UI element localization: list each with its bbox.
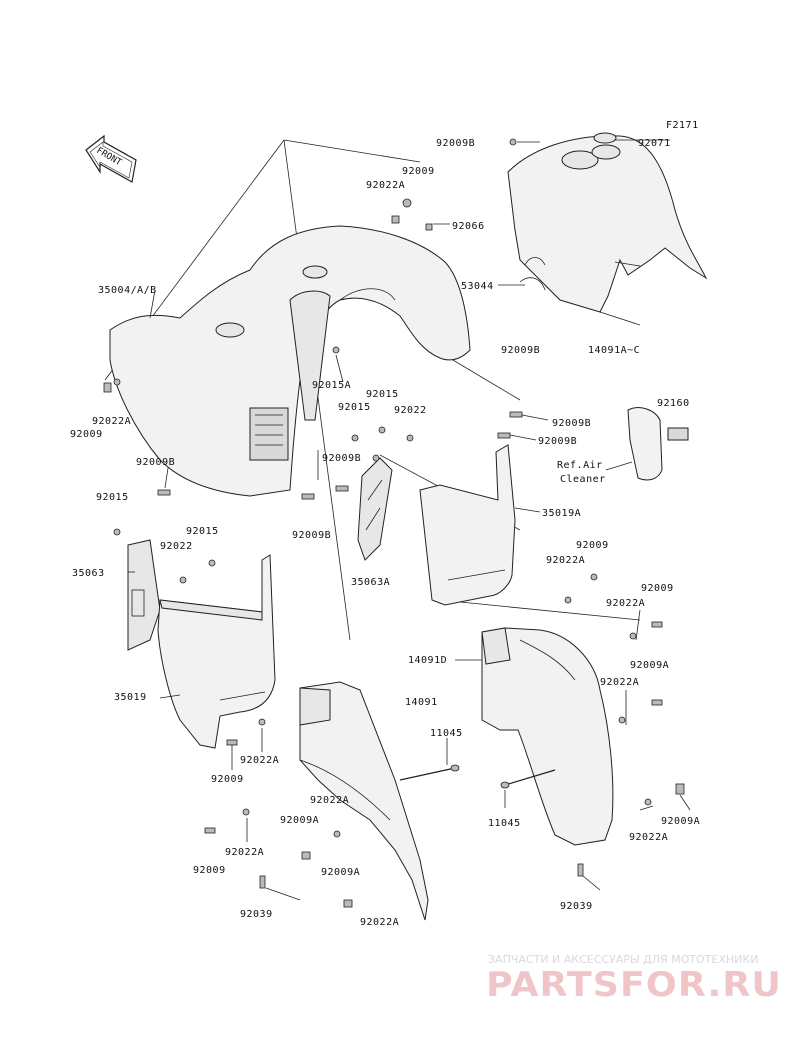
part-label: 92009B (552, 418, 591, 429)
part-label: 92009B (501, 345, 540, 356)
part-label: 11045 (488, 818, 521, 829)
part-label: 92015 (338, 402, 371, 413)
part-label: 92015A (312, 380, 351, 391)
part-label: 35063A (351, 577, 390, 588)
part-label: 92009 (70, 429, 103, 440)
part-label: 92009A (280, 815, 319, 826)
part-label: 92039 (560, 901, 593, 912)
ref-air-cleaner-line1: Ref.Air (557, 460, 603, 471)
part-label: 92009B (136, 457, 175, 468)
part-label: 14091A~C (588, 345, 640, 356)
part-label: 92022A (600, 677, 639, 688)
part-label: 92022A (546, 555, 585, 566)
part-label: 35004/A/B (98, 285, 157, 296)
rear-fender-part (109, 225, 471, 497)
part-label: 35063 (72, 568, 105, 579)
part-label: 92009 (211, 774, 244, 785)
part-label: 35019A (542, 508, 581, 519)
fasteners (103, 138, 685, 908)
leader-lines (128, 139, 691, 901)
part-label: 92022A (366, 180, 405, 191)
part-label: 14091 (405, 697, 438, 708)
mudflap-35019A (419, 444, 516, 606)
part-label: 92022A (310, 795, 349, 806)
mudflap-35019 (157, 554, 276, 749)
part-label: 35019 (114, 692, 147, 703)
part-label: 92160 (657, 398, 690, 409)
bracket-35063A (357, 457, 393, 561)
part-label: 11045 (430, 728, 463, 739)
part-label: 92009A (630, 660, 669, 671)
part-label: 92022A (606, 598, 645, 609)
ref-air-cleaner-line2: Cleaner (560, 474, 606, 485)
part-label: 92066 (452, 221, 485, 232)
figure-code: F2171 (666, 120, 699, 131)
part-label: 92009 (576, 540, 609, 551)
part-label: 92022A (92, 416, 131, 427)
part-label: 92009B (322, 453, 361, 464)
air-intake-92160 (627, 407, 689, 481)
inner-fender-14091 (299, 681, 429, 921)
inner-fender-14091D (481, 627, 614, 846)
part-label: 92022A (360, 917, 399, 928)
axle-parts (399, 764, 556, 789)
part-label: 92009 (402, 166, 435, 177)
part-label: 92009B (538, 436, 577, 447)
part-label: 92039 (240, 909, 273, 920)
part-label: 92022A (629, 832, 668, 843)
part-label: 92071 (638, 138, 671, 149)
part-label: 92022 (160, 541, 193, 552)
part-label: 92009 (641, 583, 674, 594)
watermark-tagline: ЗАПЧАСТИ И АКСЕССУАРЫ ДЛЯ МОТОТЕХНИКИ (488, 953, 758, 966)
part-label: 92022 (394, 405, 427, 416)
part-label: 92009 (193, 865, 226, 876)
part-label: 92015 (96, 492, 129, 503)
front-arrow-icon: FRONT (85, 134, 137, 183)
tank-cover-part (507, 132, 708, 313)
part-label: 92015 (186, 526, 219, 537)
bracket-35063 (127, 539, 161, 651)
part-labels: 92009B 92071 92009 92022A 92066 53044 92… (70, 138, 700, 928)
part-label: 92009A (321, 867, 360, 878)
part-label: 92022A (240, 755, 279, 766)
part-label: 92009B (436, 138, 475, 149)
part-label: 92015 (366, 389, 399, 400)
watermark-logo: PARTSFOR.RU (486, 965, 782, 1005)
watermark: ЗАПЧАСТИ И АКСЕССУАРЫ ДЛЯ МОТОТЕХНИКИ PA… (486, 953, 782, 1005)
part-label: 92009A (661, 816, 700, 827)
part-label: 92022A (225, 847, 264, 858)
part-label: 92009B (292, 530, 331, 541)
part-label: 14091D (408, 655, 447, 666)
part-label: 53044 (461, 281, 494, 292)
